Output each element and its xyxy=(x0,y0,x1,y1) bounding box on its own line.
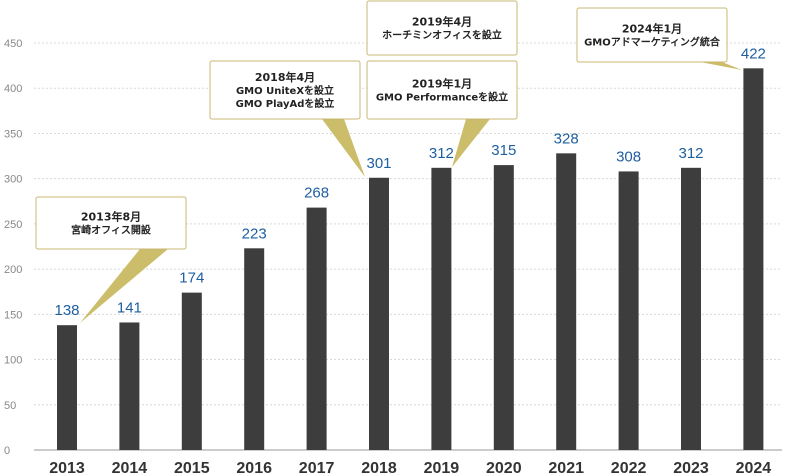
bar xyxy=(618,171,639,451)
data-label: 138 xyxy=(54,302,79,319)
data-label: 422 xyxy=(741,45,766,62)
data-label: 308 xyxy=(616,148,641,165)
y-tick-label: 300 xyxy=(4,174,22,186)
callout-pointer xyxy=(452,119,490,167)
y-tick-label: 0 xyxy=(4,445,10,457)
callout-box xyxy=(576,7,728,63)
data-label: 328 xyxy=(554,130,579,147)
bar xyxy=(119,322,140,450)
callout-text: GMO Performanceを設立 xyxy=(376,91,508,104)
bar xyxy=(244,248,265,450)
callout-text: 2024年1月 xyxy=(622,22,682,36)
y-tick-label: 150 xyxy=(4,309,22,321)
x-tick-label: 2023 xyxy=(673,460,709,473)
x-tick-label: 2021 xyxy=(548,460,584,473)
callout-text: 2019年4月 xyxy=(412,15,472,29)
x-tick-label: 2018 xyxy=(361,460,397,473)
callout-text: GMO UniteXを設立 xyxy=(236,84,334,97)
y-tick-label: 450 xyxy=(4,38,22,50)
data-label: 312 xyxy=(429,145,454,162)
bar xyxy=(369,177,389,451)
bar xyxy=(556,153,577,450)
callout-text: 2019年1月 xyxy=(412,77,472,91)
y-axis-ticks: 0 50 100 150 200 250 300 350 400 450 xyxy=(4,38,22,457)
x-tick-label: 2020 xyxy=(486,460,522,473)
x-tick-label: 2017 xyxy=(299,460,335,473)
data-labels: 138 141 174 223 268 301 312 315 328 308 312 422 xyxy=(54,45,765,319)
bar xyxy=(181,292,202,450)
data-label: 223 xyxy=(242,225,267,242)
callout-text: GMOアドマーケティング統合 xyxy=(584,36,721,49)
callout-pointer xyxy=(322,119,365,177)
y-tick-label: 350 xyxy=(4,128,22,140)
x-axis-ticks: 2013 2014 2015 2016 2017 2018 2019 2020 2021 2022… xyxy=(49,460,771,473)
bar xyxy=(57,325,77,450)
x-tick-label: 2022 xyxy=(611,460,647,473)
x-tick-label: 2019 xyxy=(424,460,460,473)
callout-box xyxy=(366,60,518,120)
x-tick-label: 2016 xyxy=(236,460,272,473)
x-tick-label: 2024 xyxy=(736,460,772,473)
bar xyxy=(431,167,452,450)
data-label: 301 xyxy=(366,155,391,172)
data-label: 141 xyxy=(117,299,142,316)
callout-text: GMO PlayAdを設立 xyxy=(236,97,335,110)
callout-text: 2018年4月 xyxy=(255,70,315,84)
x-tick-label: 2015 xyxy=(174,460,210,473)
bar xyxy=(306,207,327,450)
y-tick-label: 250 xyxy=(4,219,22,231)
data-label: 315 xyxy=(491,142,516,159)
data-label: 312 xyxy=(678,145,703,162)
y-tick-label: 100 xyxy=(4,355,22,367)
callout-text: 2013年8月 xyxy=(81,210,141,224)
x-tick-label: 2014 xyxy=(112,460,148,473)
y-tick-label: 200 xyxy=(4,264,22,276)
callout-box xyxy=(209,60,361,120)
callout-box xyxy=(35,196,187,250)
data-label: 268 xyxy=(304,185,329,202)
y-tick-label: 50 xyxy=(4,400,16,412)
callout-text: 宮崎オフィス開設 xyxy=(71,224,152,237)
x-tick-label: 2013 xyxy=(49,460,85,473)
callout-text: ホーチミンオフィスを設立 xyxy=(382,29,502,42)
callout-pointer xyxy=(80,249,168,323)
y-tick-label: 400 xyxy=(4,83,22,95)
bars xyxy=(57,68,764,451)
data-label: 174 xyxy=(179,270,204,287)
callout-box xyxy=(366,0,518,56)
callout-pointer xyxy=(700,62,742,70)
bar xyxy=(493,165,514,450)
bar xyxy=(743,68,764,450)
bar xyxy=(681,167,701,450)
